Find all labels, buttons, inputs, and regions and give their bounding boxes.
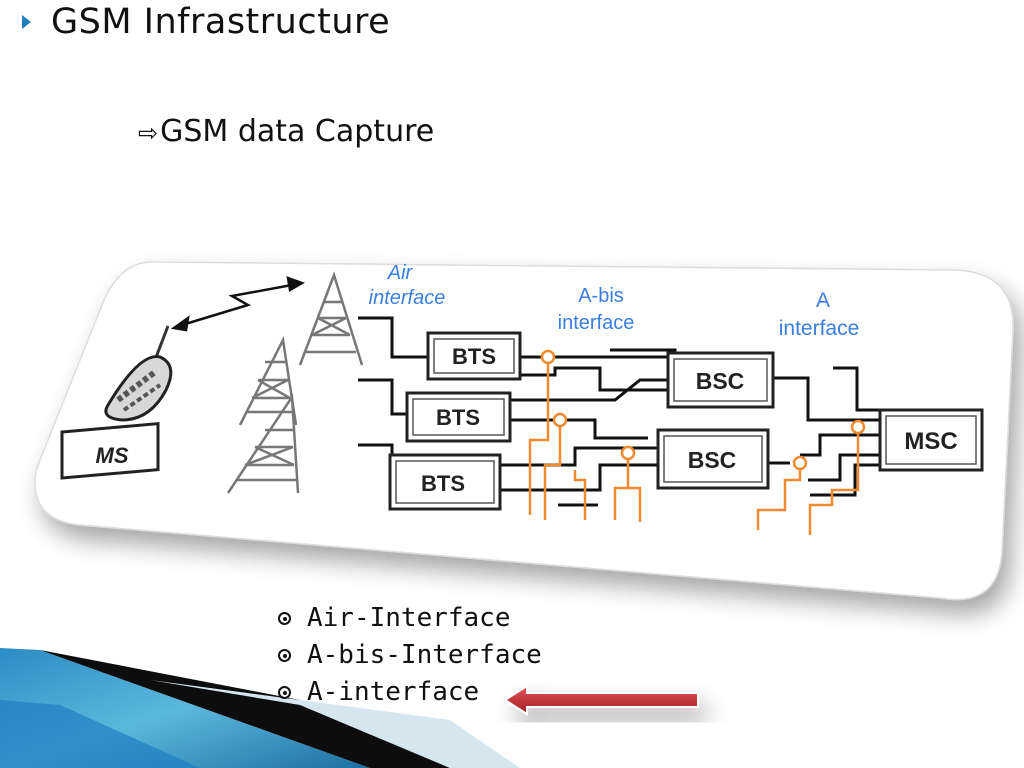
slide-title: GSM Infrastructure xyxy=(22,2,390,42)
bsc-label: BSC xyxy=(696,368,745,394)
a-interface-label: A interface xyxy=(779,289,860,340)
subtitle: ⇨GSM data Capture xyxy=(138,114,434,149)
bts-label: BTS xyxy=(436,405,480,430)
bts-node: BTS xyxy=(388,453,502,511)
bts-node: BTS xyxy=(405,391,512,443)
msc-label: MSC xyxy=(904,428,957,455)
msc-node: MSC xyxy=(878,408,984,472)
list-item: A-bis-Interface xyxy=(278,637,542,674)
list-item: A-interface xyxy=(278,674,542,711)
bsc-node: BSC xyxy=(656,428,770,490)
ms-label: MS xyxy=(96,443,129,468)
diagram-card xyxy=(34,261,1014,601)
svg-text:interface: interface xyxy=(779,317,860,340)
ms-node: MS xyxy=(60,421,160,480)
radio-bullet-icon xyxy=(278,612,291,625)
bts-node: BTS xyxy=(426,331,522,381)
antenna-tower-icon xyxy=(298,271,364,366)
subtitle-text: GSM data Capture xyxy=(160,114,435,149)
radio-bullet-icon xyxy=(278,649,291,662)
abis-interface-label: A-bis interface xyxy=(558,285,635,334)
arrow-right-icon: ⇨ xyxy=(138,119,159,147)
svg-text:A: A xyxy=(816,289,830,312)
antenna-tower-icon xyxy=(226,393,300,494)
svg-text:interface: interface xyxy=(558,312,635,334)
bullet-label: A-interface xyxy=(307,677,480,707)
svg-text:interface: interface xyxy=(369,287,446,309)
tap-lines xyxy=(528,355,860,535)
list-item: Air-Interface xyxy=(278,600,542,637)
svg-text:Air: Air xyxy=(387,262,414,284)
red-arrow-left-icon xyxy=(503,684,699,716)
air-interface-label: Air interface xyxy=(369,262,446,309)
tap-points xyxy=(540,349,866,471)
bsc-node: BSC xyxy=(666,351,775,409)
slide-title-text: GSM Infrastructure xyxy=(51,2,391,42)
interface-bullet-list: Air-Interface A-bis-Interface A-interfac… xyxy=(278,600,542,711)
bullet-label: A-bis-Interface xyxy=(307,640,542,670)
radio-link-arrow-icon xyxy=(170,276,305,332)
bts-label: BTS xyxy=(421,471,465,496)
triangle-right-icon xyxy=(22,15,31,29)
mobile-phone-icon xyxy=(104,325,173,422)
bullet-label: Air-Interface xyxy=(307,603,511,633)
bts-label: BTS xyxy=(452,344,496,369)
svg-text:A-bis: A-bis xyxy=(578,285,624,307)
radio-bullet-icon xyxy=(278,686,291,699)
bsc-label: BSC xyxy=(688,447,737,473)
